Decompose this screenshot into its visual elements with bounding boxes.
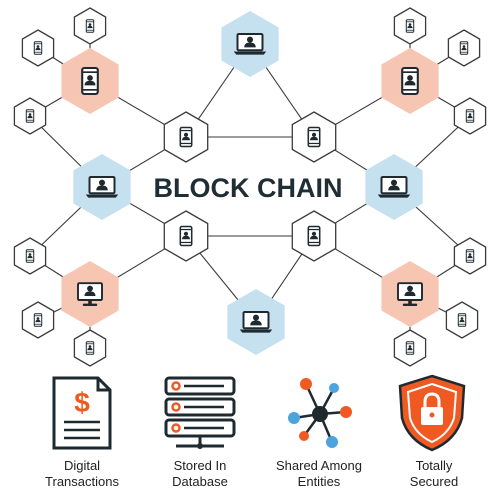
document-dollar-icon: $ (52, 376, 112, 450)
peer-phone-node (13, 237, 47, 275)
network-icon (288, 378, 352, 448)
svg-text:$: $ (74, 387, 90, 418)
peer-phone-node (73, 329, 107, 367)
peer-phone-node (13, 97, 47, 135)
peer-phone-node (445, 301, 479, 339)
laptop-right-node (365, 154, 423, 220)
laptop-left-node (73, 154, 131, 220)
phone-mid-bottom-right-node (291, 210, 337, 262)
phone-hub-top-left-node (61, 48, 119, 114)
peer-phone-node (453, 237, 487, 275)
peer-phone-node (447, 29, 481, 67)
peer-phone-node (393, 329, 427, 367)
laptop-top-node (221, 11, 279, 77)
peer-phone-node (21, 29, 55, 67)
database-icon (164, 376, 236, 449)
phone-mid-top-right-node (291, 111, 337, 163)
peer-phone-node (21, 301, 55, 339)
peer-phone-node (73, 7, 107, 45)
laptop-bottom-node (227, 289, 285, 355)
diagram-title: BLOCK CHAIN (154, 173, 343, 203)
peer-phone-node (453, 97, 487, 135)
phone-mid-top-left-node (163, 111, 209, 163)
phone-hub-top-right-node (381, 48, 439, 114)
monitor-hub-bottom-right-node (381, 261, 439, 327)
monitor-hub-bottom-left-node (61, 261, 119, 327)
shield-lock-icon (398, 374, 466, 452)
peer-phone-node (393, 7, 427, 45)
phone-mid-bottom-left-node (163, 210, 209, 262)
network-nodes (13, 7, 487, 367)
